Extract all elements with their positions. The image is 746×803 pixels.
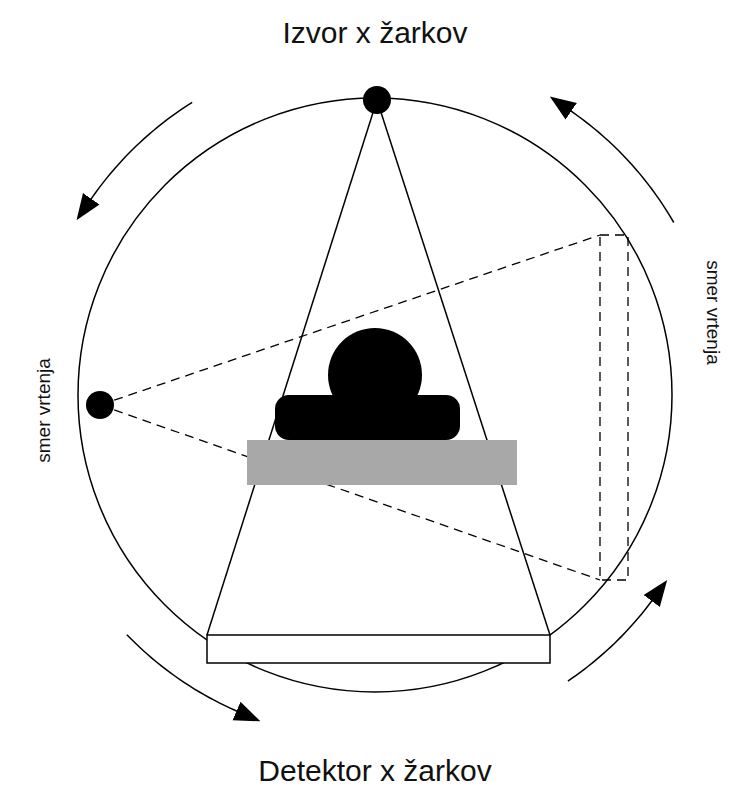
rotation-arrow [568, 598, 654, 681]
xray-source [86, 391, 114, 419]
detector [207, 635, 550, 663]
rotation-arrow [89, 102, 192, 202]
detector-label: Detektor x žarkov [258, 754, 491, 787]
rotation-label: smer vrtenja [34, 358, 55, 463]
rotation-arrow [127, 635, 240, 713]
patient-body [275, 395, 460, 440]
xray-source [363, 86, 391, 114]
detector-dashed [600, 235, 628, 580]
gantry-circle [78, 98, 672, 692]
source-label: Izvor x žarkov [282, 16, 467, 49]
rotation-label: smer vrtenja [702, 260, 723, 365]
rotation-arrow [568, 109, 674, 223]
patient-table [247, 440, 517, 485]
